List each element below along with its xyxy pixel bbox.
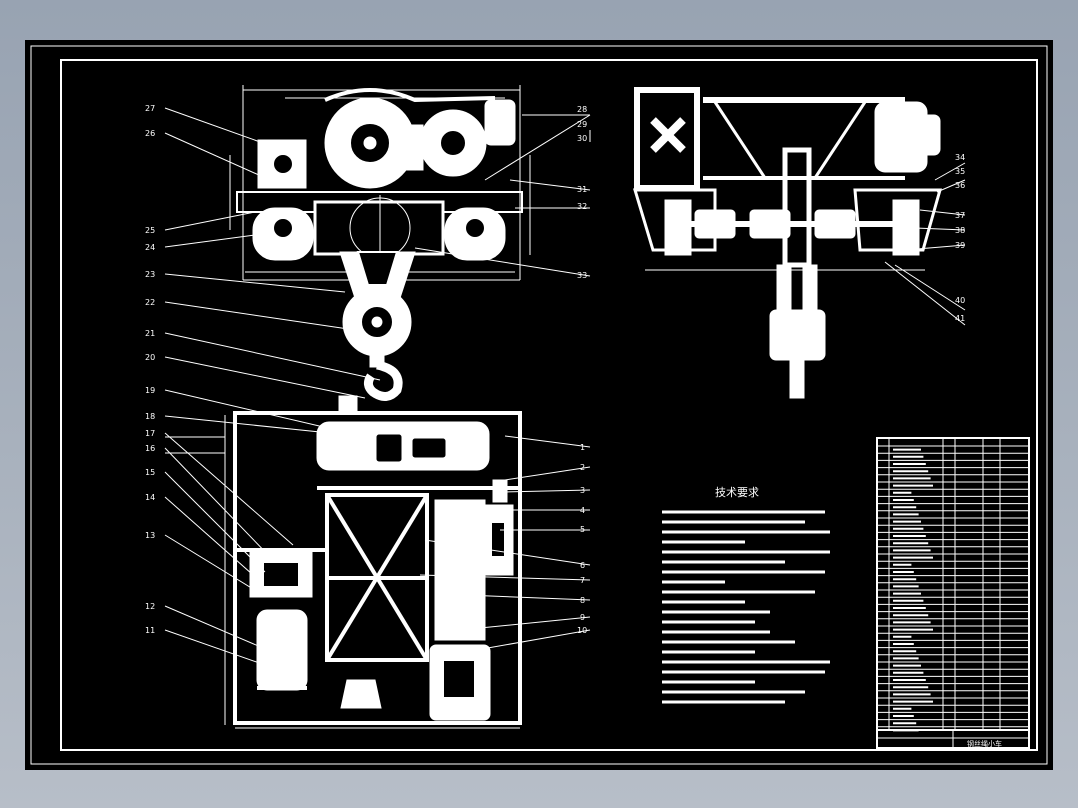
- part-7: 7: [580, 576, 585, 585]
- part-2: 2: [580, 463, 585, 472]
- part-12: 12: [145, 602, 155, 611]
- part-11: 11: [145, 626, 155, 635]
- part-27: 27: [145, 104, 155, 113]
- part-10: 10: [577, 626, 587, 635]
- part-5: 5: [580, 525, 585, 534]
- part-17: 17: [145, 429, 155, 438]
- part-19: 19: [145, 386, 155, 395]
- outer-border: [30, 45, 1048, 765]
- part-20: 20: [145, 353, 155, 362]
- drawing-sheet: 27 26 25 24 23 22 21 20 19 18 17 16 15 1…: [30, 45, 1048, 765]
- part-13: 13: [145, 531, 155, 540]
- part-22: 22: [145, 298, 155, 307]
- part-14: 14: [145, 493, 155, 502]
- part-34: 34: [955, 153, 965, 162]
- part-23: 23: [145, 270, 155, 279]
- part-4: 4: [580, 506, 585, 515]
- part-29: 29: [577, 120, 587, 129]
- part-35: 35: [955, 167, 965, 176]
- plan-view-trolley: [224, 395, 522, 729]
- drawing-name: 钢丝绳小车: [967, 739, 1002, 748]
- part-25: 25: [145, 226, 155, 235]
- part-38: 38: [955, 226, 965, 235]
- part-numbers-side: 34 35 36 37 38 39 40 41: [955, 153, 965, 323]
- part-40: 40: [955, 296, 965, 305]
- part-24: 24: [145, 243, 155, 252]
- part-31: 31: [577, 185, 587, 194]
- part-37: 37: [955, 211, 965, 220]
- part-39: 39: [955, 241, 965, 250]
- front-view-trolley: [229, 85, 531, 401]
- part-26: 26: [145, 129, 155, 138]
- tech-requirements-lines: [662, 510, 830, 704]
- part-21: 21: [145, 329, 155, 338]
- part-16: 16: [145, 444, 155, 453]
- part-numbers-left: 27 26 25 24 23 22 21 20 19 18 17 16 15 1…: [145, 104, 155, 635]
- part-36: 36: [955, 181, 965, 190]
- part-18: 18: [145, 412, 155, 421]
- part-9: 9: [580, 613, 585, 622]
- part-1: 1: [580, 443, 585, 452]
- part-32: 32: [577, 202, 587, 211]
- part-3: 3: [580, 486, 585, 495]
- leader-lines: [164, 107, 966, 666]
- part-numbers-right: 28 29 30 31 32 33 1 2 3 4 5 6 7 8 9 10: [577, 105, 587, 635]
- part-41: 41: [955, 314, 965, 323]
- part-33: 33: [577, 271, 587, 280]
- tech-requirements-title: 技术要求: [715, 486, 759, 499]
- part-28: 28: [577, 105, 587, 114]
- part-15: 15: [145, 468, 155, 477]
- side-view-trolley: [632, 87, 942, 399]
- part-8: 8: [580, 596, 585, 605]
- part-6: 6: [580, 561, 585, 570]
- part-30: 30: [577, 134, 587, 143]
- cad-viewport[interactable]: 27 26 25 24 23 22 21 20 19 18 17 16 15 1…: [25, 40, 1053, 770]
- inner-frame: [60, 59, 1038, 751]
- parts-list-table: 钢丝绳小车: [876, 437, 1030, 749]
